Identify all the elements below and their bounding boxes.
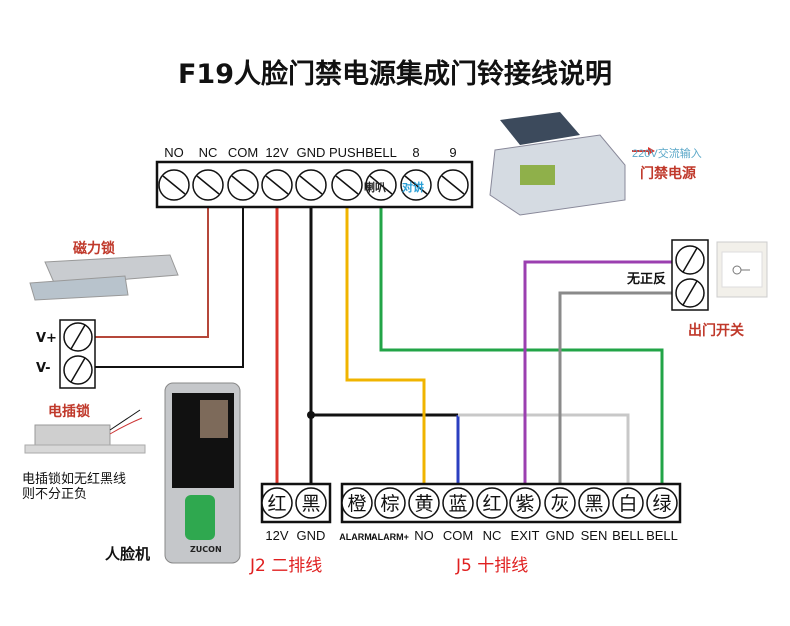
- connector-pin: 红: [476, 487, 508, 519]
- connector-pin: 棕: [374, 487, 406, 519]
- pin-color-label: 绿: [652, 493, 671, 515]
- exit-button-label: 出门开关: [688, 323, 744, 339]
- pin-color-label: 橙: [347, 493, 366, 515]
- exit-no-polarity-note: 无正反: [627, 272, 667, 287]
- connector-pin: 灰: [544, 487, 576, 519]
- terminal-screw: [227, 169, 259, 201]
- top-terminal-label: 8: [412, 145, 420, 160]
- pin-signal-label: GND: [545, 528, 575, 543]
- terminal-screw: [675, 245, 705, 275]
- terminal-screw: [675, 278, 705, 308]
- terminal-screw: [365, 169, 397, 201]
- pin-color-label: 灰: [550, 493, 569, 515]
- wire-nc-vplus: [95, 207, 209, 338]
- pin-signal-label: NC: [482, 528, 502, 543]
- terminal-screw: [63, 355, 93, 385]
- pin-color-label: 白: [618, 493, 637, 515]
- connector-pin: 橙: [341, 487, 373, 519]
- face-terminal-label: 人脸机: [105, 545, 151, 563]
- terminal-screw: [63, 322, 93, 352]
- pin-color-label: 红: [482, 493, 501, 515]
- top-terminal-label: NC: [198, 145, 218, 160]
- connector-pin: 绿: [646, 487, 678, 519]
- top-terminal-label: PUSH: [328, 145, 366, 160]
- strike-lock-label: 电插锁: [48, 404, 90, 420]
- pin-signal-label: BELL: [646, 528, 678, 543]
- power-input-label: 220V交流输入: [632, 148, 702, 160]
- maglock-image: [29, 254, 179, 301]
- terminal-screw: [261, 169, 293, 201]
- terminal-screw: [437, 169, 469, 201]
- pin-color-label: 黄: [414, 493, 433, 515]
- connector-pin: 黑: [578, 487, 610, 519]
- power-supply-label: 门禁电源: [640, 166, 696, 182]
- pin-color-label: 黑: [584, 493, 603, 515]
- pin-signal-label: COM: [442, 528, 474, 543]
- connector-pin: 黄: [408, 487, 440, 519]
- pin-signal-label: 12V: [265, 528, 289, 543]
- strike-lock-image: [24, 409, 146, 454]
- top-terminal-label: COM: [227, 145, 259, 160]
- terminal-screw: [331, 169, 363, 201]
- top-terminal-label: 12V: [265, 145, 289, 160]
- connector-pin: 蓝: [442, 487, 474, 519]
- pin-signal-label: BELL: [612, 528, 644, 543]
- connector-pin: 白: [612, 487, 644, 519]
- pin-signal-label: ALARM-: [339, 532, 375, 542]
- vminus-label: V-: [36, 361, 51, 376]
- brand-text: ZUCON: [190, 545, 222, 554]
- vplus-label: V+: [36, 331, 57, 346]
- pin-signal-label: NO: [414, 528, 434, 543]
- connector-pin: 黑: [295, 487, 327, 519]
- pin-color-label: 红: [267, 493, 286, 515]
- connector-pin: 红: [261, 487, 293, 519]
- terminal-screw: [158, 169, 190, 201]
- terminal-screw: [400, 169, 432, 201]
- j5-label: J5 十排线: [456, 556, 529, 576]
- top-terminal-label: GND: [296, 145, 326, 160]
- face-terminal-image: ZUCON: [164, 382, 241, 564]
- j2-label: J2 二排线: [250, 556, 323, 576]
- bell-mark: 喇叭: [364, 180, 386, 194]
- top-terminal-label: 9: [449, 145, 457, 160]
- exit-button-image: [716, 241, 768, 298]
- wire-com-vminus: [95, 207, 244, 368]
- power-supply-image: [489, 112, 626, 216]
- connector-pin: 紫: [509, 487, 541, 519]
- maglock-label: 磁力锁: [73, 241, 115, 257]
- wire-white: [458, 413, 630, 487]
- pin-signal-label: ALARM+: [371, 532, 409, 542]
- terminal-screw: [295, 169, 327, 201]
- wire-exit: [523, 260, 685, 487]
- pin-signal-label: GND: [296, 528, 326, 543]
- page-title: F19人脸门禁电源集成门铃接线说明: [177, 59, 613, 90]
- intercom-mark: 对讲: [402, 180, 424, 194]
- top-terminal-label: BELL: [365, 145, 397, 160]
- pin-color-label: 棕: [380, 493, 399, 515]
- wire-bell: [379, 207, 664, 487]
- pin-color-label: 黑: [301, 493, 320, 515]
- pin-signal-label: EXIT: [510, 528, 540, 543]
- pin-color-label: 蓝: [448, 493, 467, 515]
- top-terminal-label: NO: [164, 145, 184, 160]
- wire-push: [345, 207, 426, 487]
- pin-signal-label: SEN: [580, 528, 608, 543]
- wire-sen: [558, 291, 685, 487]
- strike-note-2: 则不分正负: [22, 486, 88, 501]
- strike-note-1: 电插锁如无红黑线: [22, 471, 127, 486]
- pin-color-label: 紫: [515, 493, 534, 515]
- terminal-screw: [192, 169, 224, 201]
